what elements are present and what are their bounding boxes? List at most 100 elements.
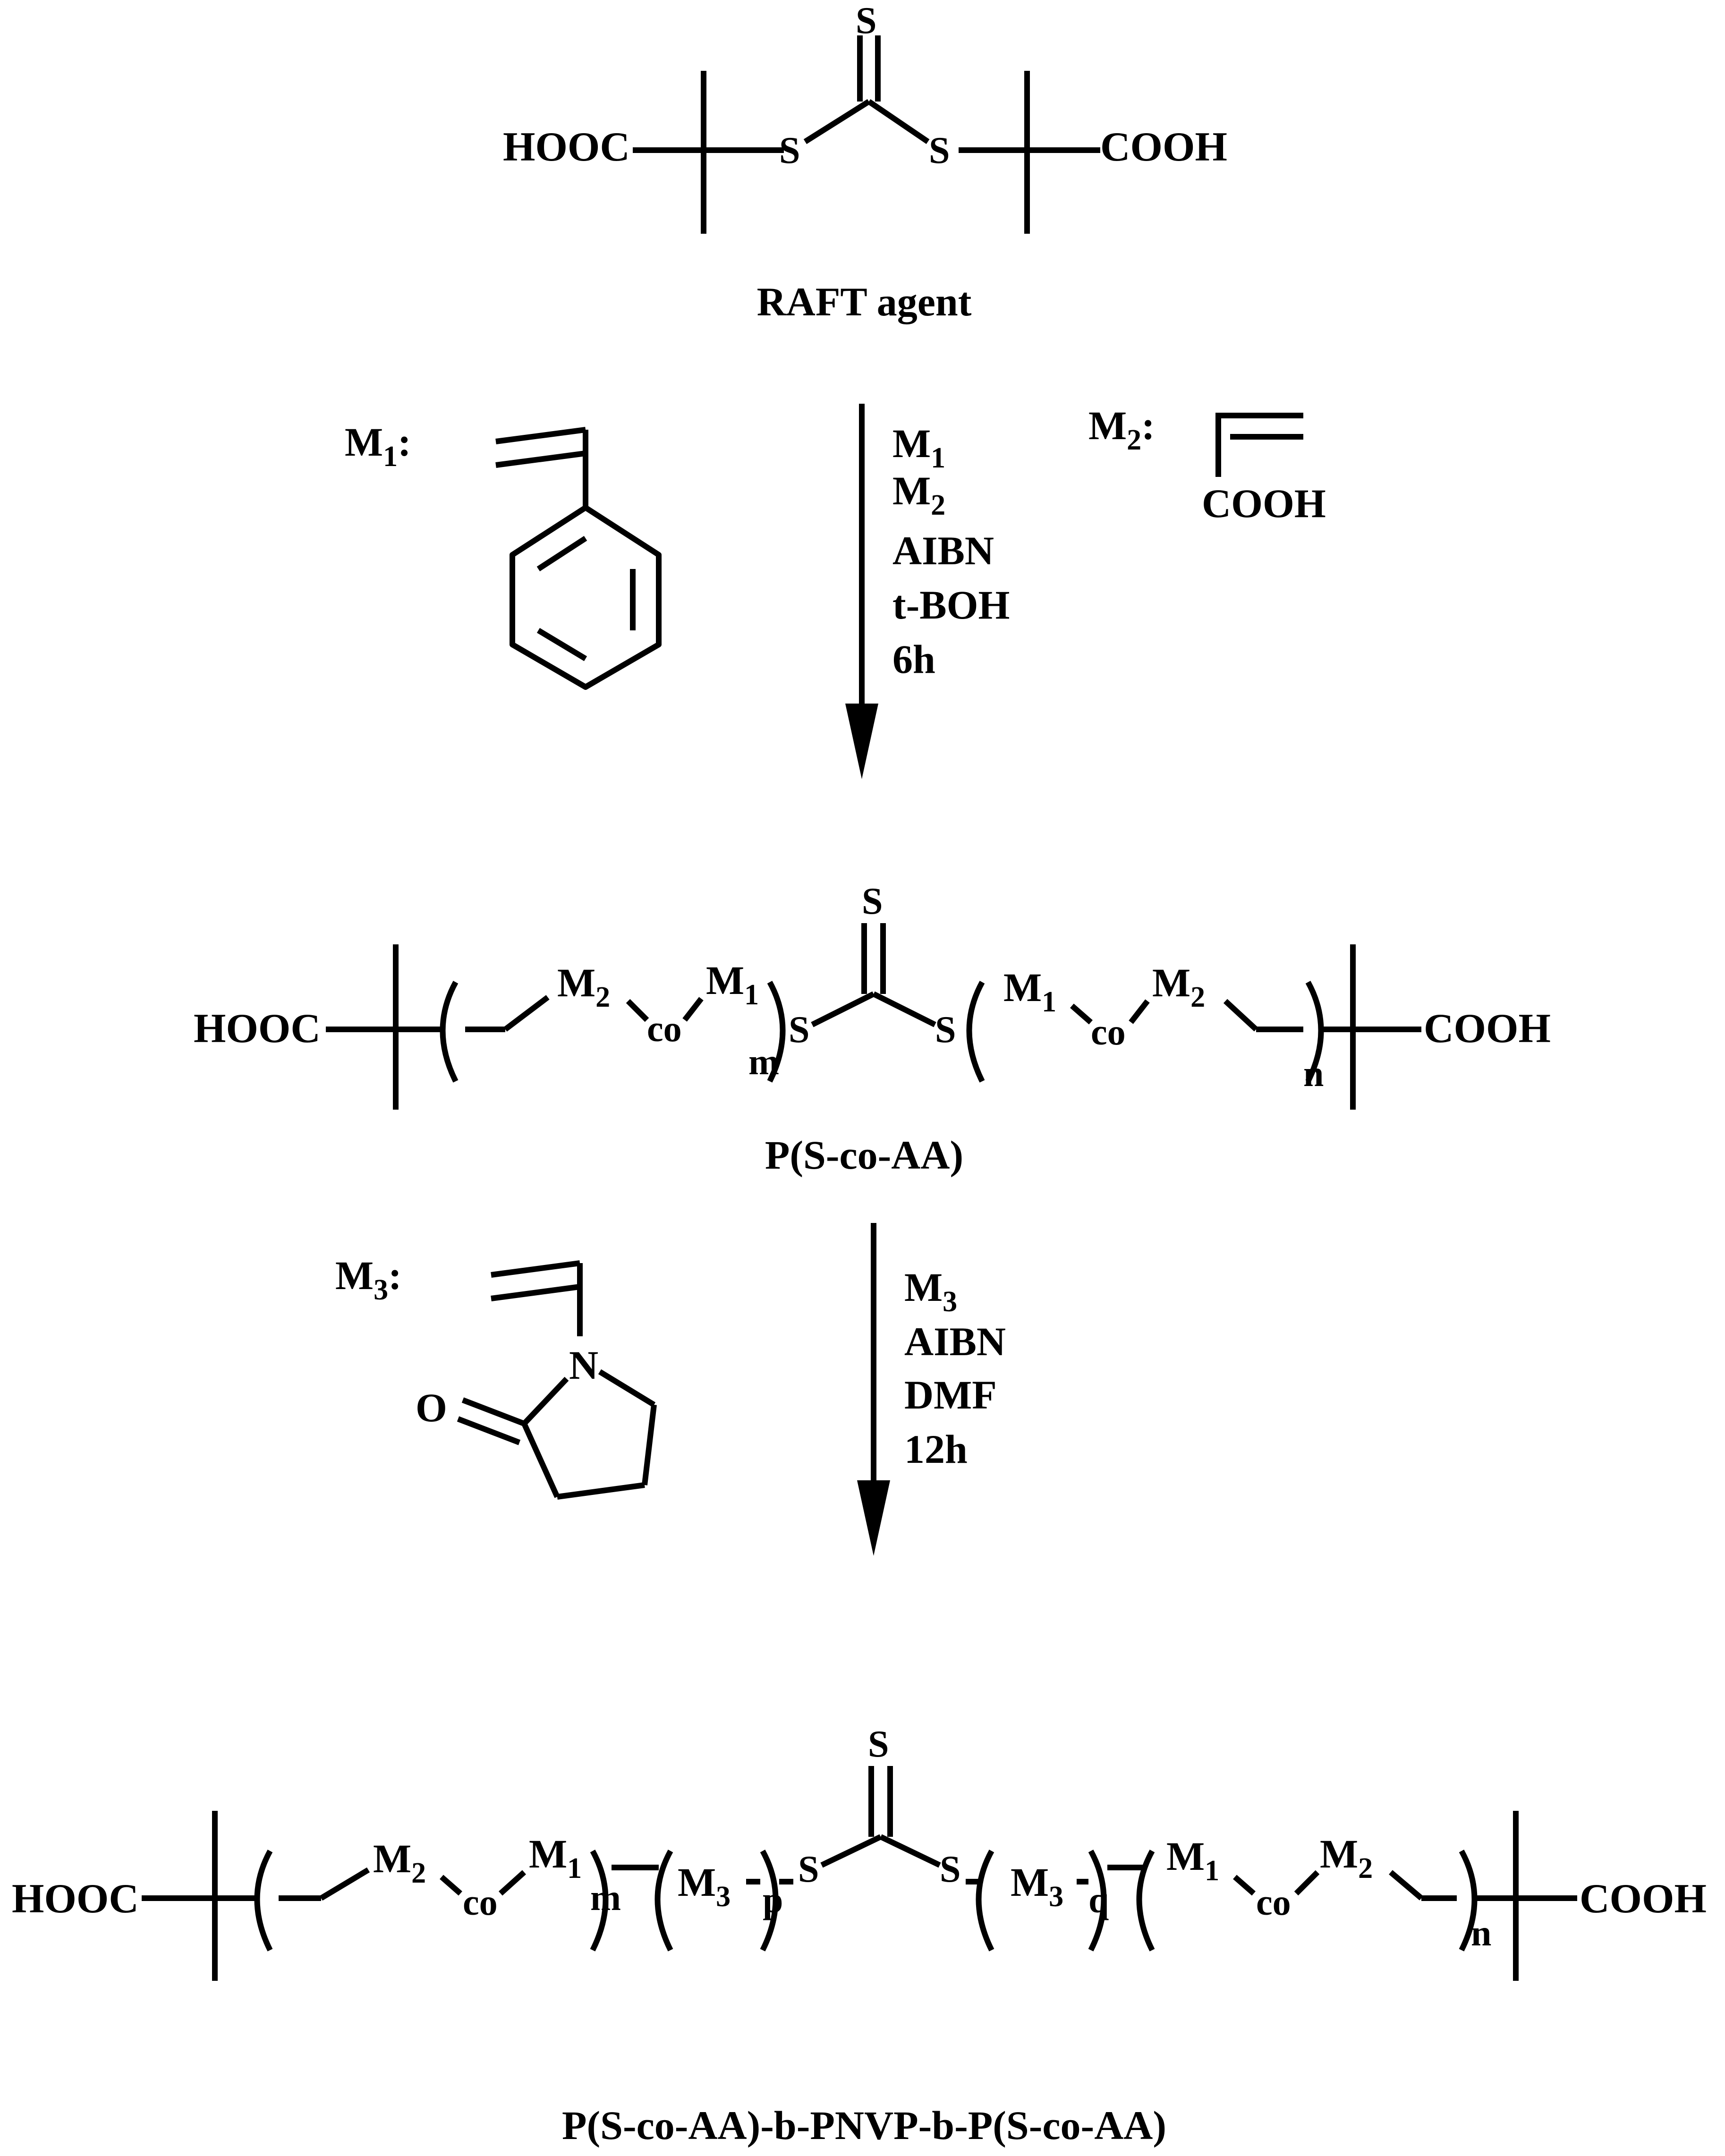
p2-s-top: S <box>868 1723 889 1765</box>
bond <box>440 1875 462 1896</box>
monomer-m1: M1: <box>345 419 662 690</box>
raft-agent-structure: HOOC S S S COOH <box>503 0 1227 234</box>
raft-agent-caption: RAFT agent <box>757 279 972 324</box>
p1-m1-right-sub: 1 <box>1042 986 1056 1018</box>
cond1-aibn: AIBN <box>892 528 994 573</box>
p2-index-n: n <box>1471 1912 1491 1953</box>
p1-m2-left-letter: M <box>557 960 595 1005</box>
m3-label: M3: <box>335 1253 402 1306</box>
m1-sub: 1 <box>383 441 398 473</box>
p1-m1-left-sub: 1 <box>744 979 759 1011</box>
right-bracket <box>590 1850 609 1952</box>
p1-s-top: S <box>862 881 883 922</box>
p2-m2-right: M2 <box>1320 1831 1373 1884</box>
p2-m2-right-letter: M <box>1320 1831 1358 1876</box>
p1-m2-right-letter: M <box>1152 960 1190 1005</box>
bond <box>319 1867 370 1901</box>
p2-s-left: S <box>798 1849 819 1890</box>
bond <box>503 995 550 1032</box>
vinyl-bond <box>495 427 586 444</box>
bond <box>803 99 871 144</box>
bond <box>1070 1003 1093 1025</box>
p2-m3-left-letter: M <box>678 1859 716 1905</box>
m2-colon: : <box>1141 403 1155 448</box>
raft-left-end: HOOC <box>503 124 630 170</box>
p2-m1-left-letter: M <box>529 1831 567 1876</box>
bond <box>1233 1875 1256 1896</box>
p2-co-left: co <box>463 1882 498 1923</box>
m1-colon: : <box>398 419 411 465</box>
bond <box>1389 1870 1423 1901</box>
p1-m2-left-sub: 2 <box>595 981 610 1013</box>
cond1-time: 6h <box>892 637 935 682</box>
p1-m1-left-letter: M <box>706 958 744 1003</box>
bond <box>682 997 704 1022</box>
p2-m3-right: M3 <box>1011 1859 1063 1913</box>
right-bracket <box>760 1850 779 1952</box>
m3-o-atom: O <box>416 1385 447 1430</box>
bond <box>1294 1870 1320 1896</box>
m3-sub: 3 <box>374 1274 388 1306</box>
left-bracket <box>440 981 459 1083</box>
p1-right-end: COOH <box>1424 1006 1551 1052</box>
p2-m1-right: M1 <box>1166 1833 1219 1887</box>
arrow-head <box>845 704 878 779</box>
p1-m1-left: M1 <box>706 958 759 1011</box>
ring-bond <box>522 1376 569 1426</box>
product2-structure: HOOC M2 co M1 m M3 p S S S M3 q M1 <box>12 1723 1707 1981</box>
p2-m1-left: M1 <box>529 1831 582 1884</box>
m3-colon: : <box>388 1253 402 1298</box>
cond2-m3-sub: 3 <box>943 1286 957 1318</box>
p1-m1-right: M1 <box>1003 965 1056 1018</box>
ring-bond <box>521 1422 560 1498</box>
vinyl-double-bond <box>495 450 586 468</box>
p2-m3-right-letter: M <box>1011 1859 1049 1905</box>
p2-left-end: HOOC <box>12 1876 139 1922</box>
m1-label: M1: <box>345 419 411 473</box>
p1-s-left: S <box>789 1009 810 1051</box>
p2-co-right: co <box>1256 1882 1291 1923</box>
monomer-m2: M2: COOH <box>1088 403 1326 526</box>
cond1-m2-letter: M <box>892 468 931 513</box>
vinyl-bond <box>491 1260 580 1278</box>
left-bracket <box>966 981 985 1083</box>
ring-bond <box>642 1404 657 1485</box>
bond <box>626 999 649 1022</box>
p1-index-m: m <box>748 1041 779 1082</box>
left-bracket <box>254 1850 273 1952</box>
bond <box>498 1870 527 1896</box>
p2-m2-left-letter: M <box>373 1836 411 1881</box>
product1-structure: HOOC M2 co M1 m S S S M1 co M2 n COOH <box>194 881 1551 1110</box>
product1-caption: P(S-co-AA) <box>765 1132 963 1178</box>
cond1-m1-letter: M <box>892 421 931 466</box>
m1-letter: M <box>345 419 383 465</box>
reaction-arrow-2 <box>857 1223 890 1556</box>
p2-m1-right-sub: 1 <box>1205 1855 1219 1887</box>
step2-conditions: M3 AIBN DMF 12h <box>904 1265 1006 1472</box>
p2-m2-right-sub: 2 <box>1358 1852 1373 1884</box>
p2-m3-right-sub: 3 <box>1049 1881 1063 1913</box>
bond <box>811 991 875 1027</box>
p2-m3-left: M3 <box>678 1859 731 1913</box>
raft-s-right: S <box>929 130 950 171</box>
p1-co-right: co <box>1091 1011 1126 1053</box>
reaction-arrow-1 <box>845 404 878 779</box>
cond1-m1: M1 <box>892 421 945 474</box>
cond2-m3-letter: M <box>904 1265 943 1310</box>
arrow-head <box>857 1480 890 1556</box>
bond <box>879 1834 941 1868</box>
vinyl-double-bond <box>491 1284 580 1301</box>
m2-sub: 2 <box>1127 424 1141 456</box>
p2-m3-left-sub: 3 <box>716 1881 731 1913</box>
m3-n-atom: N <box>569 1342 598 1388</box>
cond1-m2: M2 <box>892 468 945 521</box>
cond2-m3: M3 <box>904 1265 957 1318</box>
p2-s-right: S <box>940 1849 961 1890</box>
p2-m2-left: M2 <box>373 1836 426 1889</box>
p1-index-n: n <box>1303 1053 1324 1094</box>
cond2-aibn: AIBN <box>904 1319 1006 1364</box>
product2-caption: P(S-co-AA)-b-PNVP-b-P(S-co-AA) <box>562 2103 1166 2148</box>
p1-s-right: S <box>935 1009 956 1051</box>
aromatic-bond <box>536 628 587 662</box>
